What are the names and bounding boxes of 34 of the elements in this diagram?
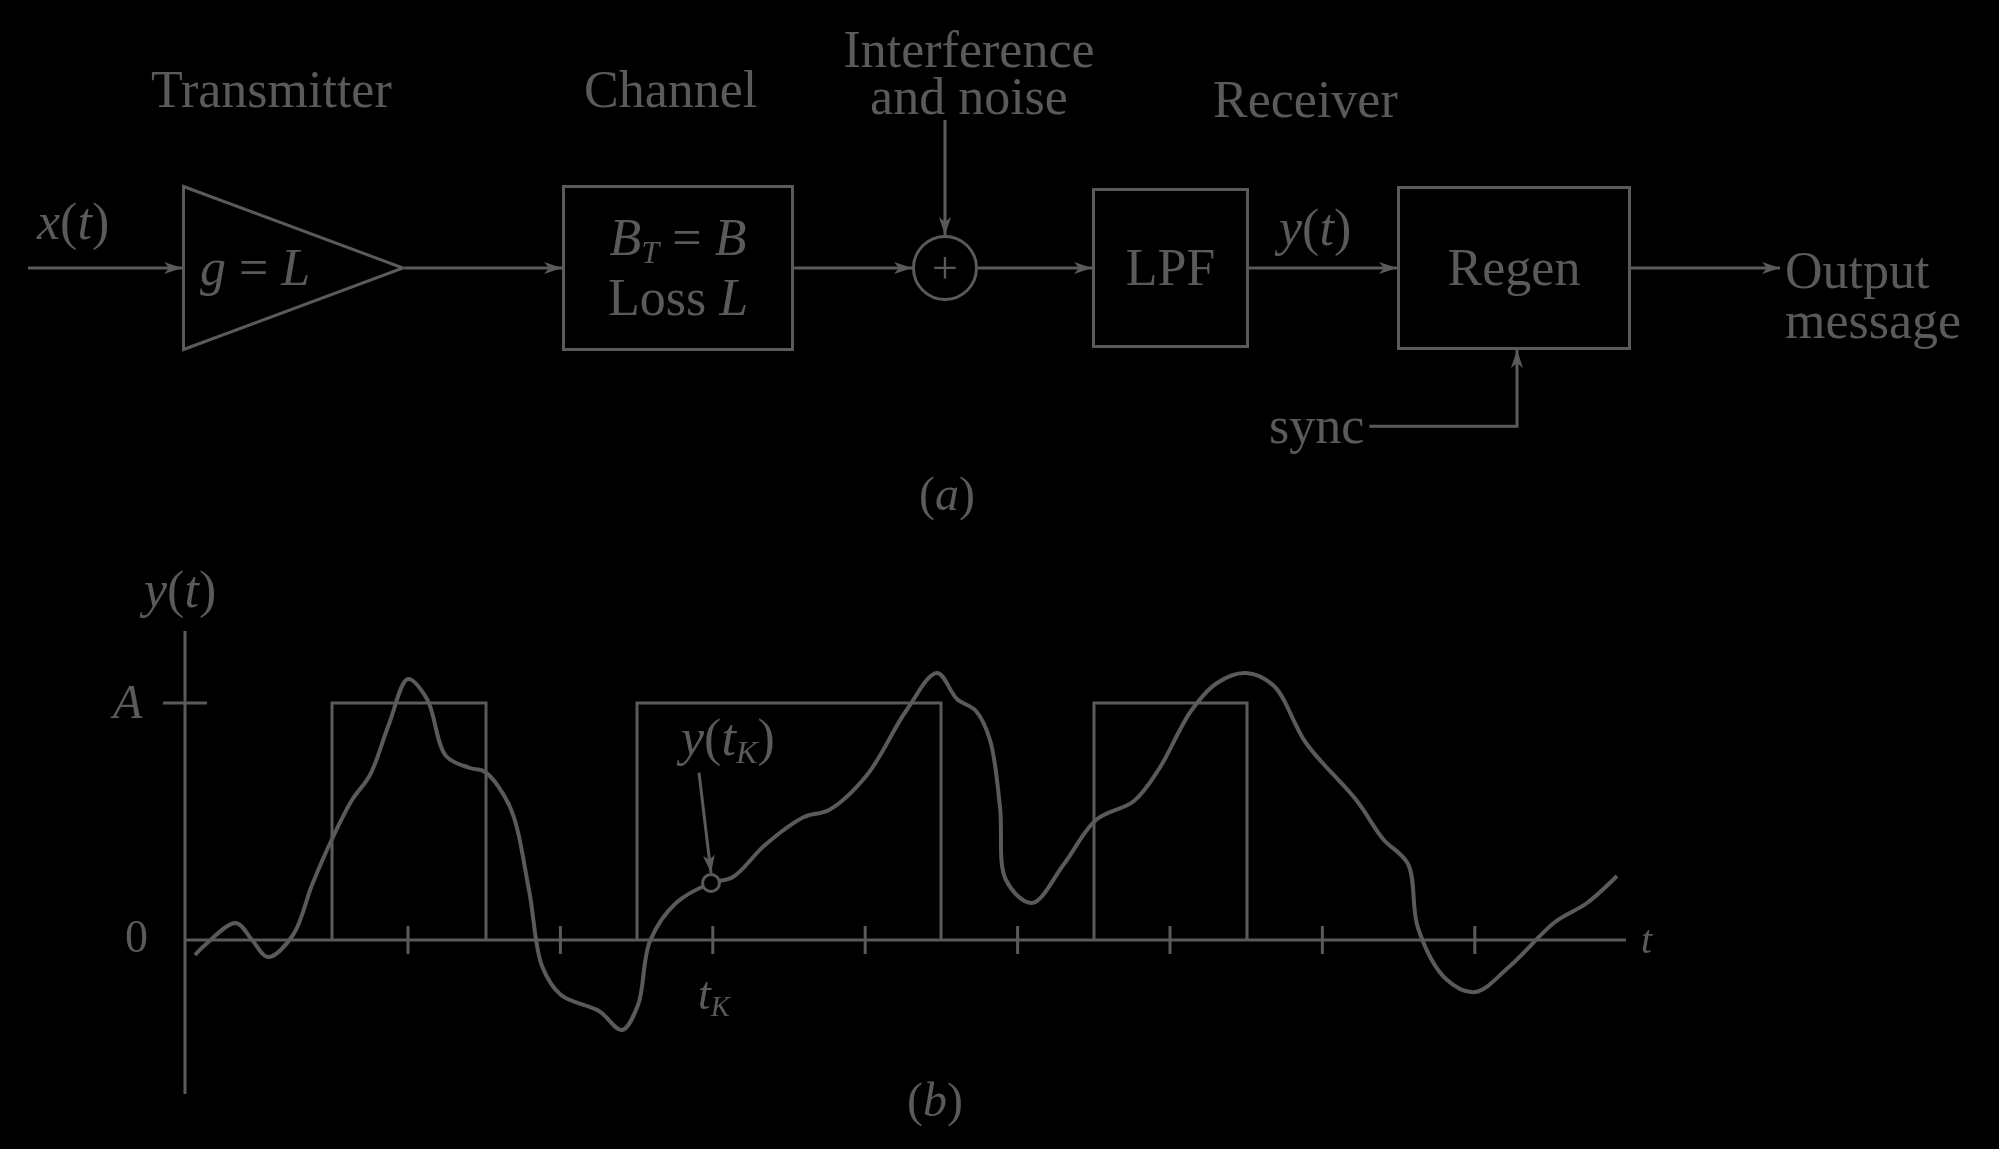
axis-label: t (1640, 916, 1654, 964)
tick-label: 0 (124, 910, 149, 964)
summing-junction (912, 235, 978, 301)
loss-label: Loss L (606, 268, 750, 328)
leader-arrow (697, 772, 715, 874)
subfigure-label: (a) (918, 466, 976, 523)
arrow (1631, 262, 1780, 274)
sample-value-label: y(t$_{K}$) (676, 704, 780, 773)
plus-sign: + (931, 241, 959, 295)
lowpass-filter-block (1092, 188, 1249, 348)
noise-source-label: Interference and noise (838, 26, 1100, 120)
channel-block (562, 185, 794, 351)
sync-label: sync (1264, 392, 1370, 461)
arrow (939, 120, 951, 235)
arrow (1249, 262, 1397, 274)
bandwidth-label: B$_{T}$ = B (608, 208, 748, 268)
axis-label: y(t) (139, 556, 222, 625)
section-heading: Channel (583, 60, 759, 120)
section-heading: Receiver (1212, 70, 1399, 130)
amplifier-triangle (182, 185, 405, 351)
arrow (405, 262, 562, 274)
arrow (794, 262, 912, 274)
regenerator-block (1397, 186, 1631, 350)
sample-point-icon (701, 873, 721, 893)
arrow (28, 262, 182, 274)
tick-label: t$_{K}$ (697, 967, 732, 1025)
arrow (1369, 350, 1523, 428)
filter-label: LPF (1124, 238, 1217, 298)
arrow (978, 262, 1092, 274)
subfigure-label: (b) (906, 1072, 964, 1129)
regenerator-label: Regen (1446, 238, 1582, 298)
section-heading: Transmitter (150, 60, 393, 120)
gain-label: g = L (199, 238, 312, 298)
tick-label: A (108, 670, 148, 734)
